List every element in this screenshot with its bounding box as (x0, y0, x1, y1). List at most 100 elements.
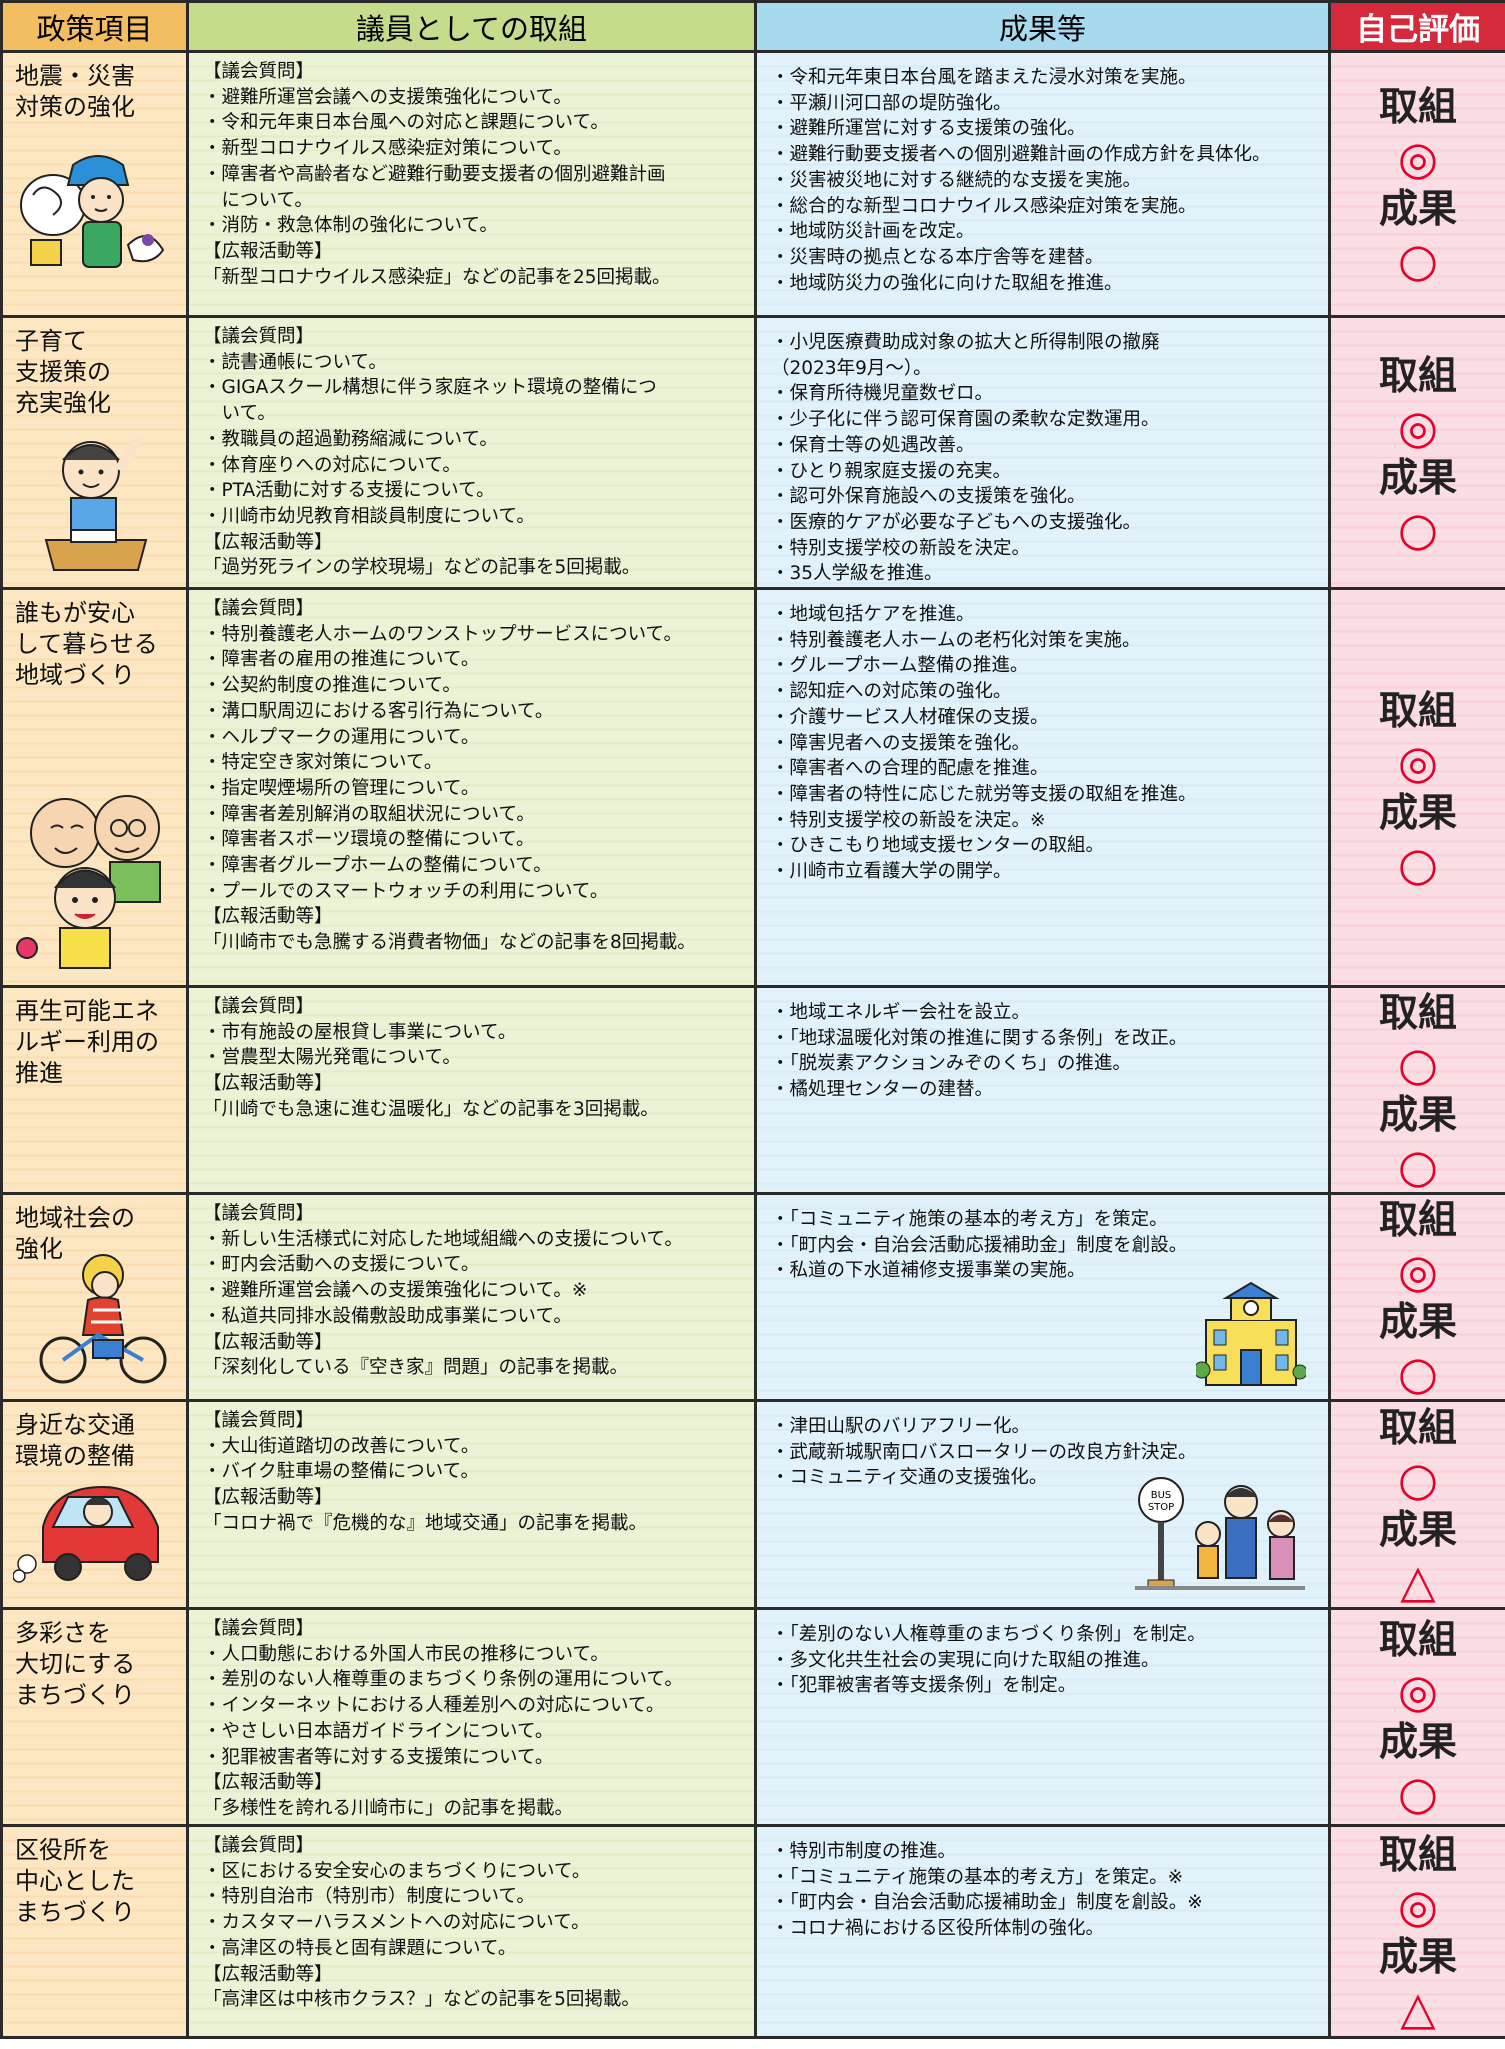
actions-cell: 【議会質問】・読書通帳について。・GIGAスクール構想に伴う家庭ネット環境の整備… (186, 315, 757, 590)
action-line: 【広報活動等】 (203, 531, 333, 553)
action-line: 【議会質問】 (203, 326, 315, 347)
result-line: ・多文化共生社会の実現に向けた取組の推進。 (771, 1649, 1160, 1671)
eval-label-result: 成果 (1378, 186, 1457, 232)
policy-topic-cell: 再生可能エネルギー利用の推進 (0, 985, 189, 1195)
topic-line: して暮らせる (15, 630, 158, 658)
action-line: 【広報活動等】 (203, 1487, 333, 1509)
action-line: ・溝口駅周辺における客引行為について。 (203, 700, 554, 722)
svg-text:STOP: STOP (1148, 1502, 1174, 1513)
result-line: ・小児医療費助成対象の拡大と所得制限の撤廃 (771, 332, 1160, 353)
actions-cell: 【議会質問】・大山街道踏切の改善について。・バイク駐車場の整備について。【広報活… (186, 1399, 757, 1610)
action-line: 「川崎でも急速に進む温暖化」などの記事を3回掲載。 (203, 1098, 659, 1120)
student-raising-hand-icon (31, 430, 161, 579)
results-cell: ・小児医療費助成対象の拡大と所得制限の撤廃 （2023年9月～）。・保育所待機児童… (754, 315, 1331, 590)
policy-row: 区役所を中心としたまちづくり【議会質問】・区における安全安心のまちづくりについて… (0, 1824, 1505, 2039)
topic-line: まちづくり (15, 1898, 135, 1926)
action-line: ・インターネットにおける人種差別への対応について。 (203, 1695, 665, 1717)
action-line: ・区における安全安心のまちづくりについて。 (203, 1860, 591, 1882)
result-line: ・特別養護老人ホームの老朽化対策を実施。 (771, 629, 1141, 651)
action-line: ・人口動態における外国人市民の推移について。 (203, 1643, 609, 1665)
topic-line: 身近な交通 (15, 1411, 135, 1439)
result-line: ・「差別のない人権尊重のまちづくり条例」を制定。 (771, 1624, 1206, 1645)
eval-mark-result: △ (1400, 1553, 1436, 1608)
action-line: ・大山街道踏切の改善について。 (203, 1435, 480, 1457)
action-line: 【議会質問】 (203, 598, 315, 619)
action-line: ・読書通帳について。 (203, 351, 387, 373)
eval-label-effort: 取組 (1378, 1197, 1457, 1243)
result-line: ・「コミュニティ施策の基本的考え方」を策定。 (771, 1209, 1168, 1230)
action-line: 【議会質問】 (203, 996, 315, 1017)
result-line: ・特別支援学校の新設を決定。 (771, 537, 1031, 559)
action-line: ・障害者や高齢者など避難行動要支援者の個別避難計画 (203, 163, 666, 185)
result-line: ・障害児者への支援策を強化。 (771, 732, 1031, 754)
eval-label-result: 成果 (1378, 1719, 1457, 1765)
action-line: 「川崎市でも急騰する消費者物価」などの記事を8回掲載。 (203, 932, 696, 954)
eval-mark-result: ○ (1397, 1139, 1439, 1193)
policy-topic-cell: 地域社会の強化 (0, 1192, 189, 1402)
action-line: 【広報活動等】 (203, 240, 333, 262)
policy-topic-cell: 多彩さを大切にするまちづくり (0, 1607, 189, 1827)
result-line: ・「町内会・自治会活動応援補助金」制度を創設。※ (771, 1892, 1203, 1914)
result-line: ・避難行動要支援者への個別避難計画の作成方針を具体化。 (771, 144, 1271, 166)
policy-topic-title: 区役所を中心としたまちづくり (3, 1827, 186, 1928)
eval-label-effort: 取組 (1378, 1404, 1457, 1451)
topic-line: ルギー利用の (15, 1028, 159, 1056)
header-actions: 議員としての取組 (186, 0, 757, 53)
action-line: ・特別自治市（特別市）制度について。 (203, 1886, 535, 1908)
actions-cell: 【議会質問】・避難所運営会議への支援策強化について。・令和元年東日本台風への対応… (186, 50, 757, 318)
action-line: 「多様性を誇れる川崎市に」の記事を掲載。 (203, 1797, 574, 1819)
topic-line: 充実強化 (15, 389, 111, 417)
policy-topic-title: 地域社会の強化 (3, 1195, 186, 1265)
result-line: ・障害者の特性に応じた就労等支援の取組を推進。 (771, 783, 1197, 805)
result-line: ・障害者への合理的配慮を推進。 (771, 758, 1049, 780)
policy-topic-cell: 誰もが安心して暮らせる地域づくり (0, 587, 189, 988)
action-line: ・新型コロナウイルス感染症対策について。 (203, 138, 572, 160)
header-policy: 政策項目 (0, 0, 189, 53)
eval-label-effort: 取組 (1378, 990, 1457, 1036)
result-line: ・保育所待機児童数ゼロ。 (771, 383, 994, 405)
results-cell: ・令和元年東日本台風を踏まえた浸水対策を実施。・平瀬川河口部の堤防強化。・避難所… (754, 50, 1331, 318)
action-line: ・消防・救急体制の強化について。 (203, 215, 498, 237)
result-line: ・「地球温暖化対策の推進に関する条例」を改正。 (771, 1027, 1188, 1049)
action-line: ・犯罪被害者等に対する支援策について。 (203, 1746, 554, 1768)
policy-row: 誰もが安心して暮らせる地域づくり【議会質問】・特別養護老人ホームのワンストップサ… (0, 587, 1505, 988)
policy-row: 地震・災害対策の強化【議会質問】・避難所運営会議への支援策強化について。・令和元… (0, 50, 1505, 318)
actions-cell: 【議会質問】・市有施設の屋根貸し事業について。・営農型太陽光発電について。【広報… (186, 985, 757, 1195)
topic-line: 環境の整備 (15, 1442, 135, 1470)
eval-label-effort: 取組 (1378, 687, 1457, 734)
policy-row: 子育て支援策の充実強化【議会質問】・読書通帳について。・GIGAスクール構想に伴… (0, 315, 1505, 590)
eval-mark-effort: ◎ (1397, 1878, 1439, 1933)
school-building-icon (1193, 1280, 1308, 1394)
action-line: 「新型コロナウイルス感染症」などの記事を25回掲載。 (203, 266, 671, 288)
topic-line: 区役所を (15, 1836, 111, 1864)
actions-cell: 【議会質問】・人口動態における外国人市民の推移について。・差別のない人権尊重のま… (186, 1607, 757, 1827)
policy-topic-title: 身近な交通環境の整備 (3, 1402, 186, 1472)
result-line: ・地域防災力の強化に向けた取組を推進。 (771, 272, 1123, 294)
action-line: ・差別のない人権尊重のまちづくり条例の運用について。 (203, 1669, 683, 1691)
topic-line: 誰もが安心 (15, 599, 135, 627)
topic-line: 地域社会の (15, 1204, 135, 1232)
self-eval-cell: 取組○成果△ (1328, 1399, 1505, 1610)
eval-mark-effort: ○ (1397, 1037, 1439, 1091)
action-line: ・GIGAスクール構想に伴う家庭ネット環境の整備につ (203, 377, 657, 399)
action-line: ・バイク駐車場の整備について。 (203, 1461, 480, 1483)
action-line: 「過労死ラインの学校現場」などの記事を5回掲載。 (203, 557, 641, 579)
result-line: ・保育士等の処遇改善。 (771, 434, 975, 456)
svg-text:BUS: BUS (1151, 1490, 1172, 1501)
results-cell: ・津田山駅のバリアフリー化。・武蔵新城駅南口バスロータリーの改良方針決定。・コミ… (754, 1399, 1331, 1610)
actions-cell: 【議会質問】・新しい生活様式に対応した地域組織への支援について。・町内会活動への… (186, 1192, 757, 1402)
eval-label-result: 成果 (1378, 1506, 1457, 1553)
action-line: ・避難所運営会議への支援策強化について。※ (203, 1280, 588, 1302)
eval-mark-result: △ (1400, 1980, 1436, 2035)
result-line: ・医療的ケアが必要な子どもへの支援強化。 (771, 511, 1142, 533)
action-line: ・営農型太陽光発電について。 (203, 1047, 461, 1069)
eval-label-result: 成果 (1378, 1299, 1457, 1345)
action-line: ・指定喫煙場所の管理について。 (203, 777, 480, 799)
policy-row: 地域社会の強化【議会質問】・新しい生活様式に対応した地域組織への支援について。・… (0, 1192, 1505, 1402)
result-line: （2023年9月～）。 (771, 357, 932, 379)
eval-mark-result: ○ (1397, 1346, 1439, 1400)
results-cell: ・特別市制度の推進。・「コミュニティ施策の基本的考え方」を策定。※・「町内会・自… (754, 1824, 1331, 2039)
policy-topic-cell: 地震・災害対策の強化 (0, 50, 189, 318)
elderly-and-child-icon (15, 778, 175, 982)
